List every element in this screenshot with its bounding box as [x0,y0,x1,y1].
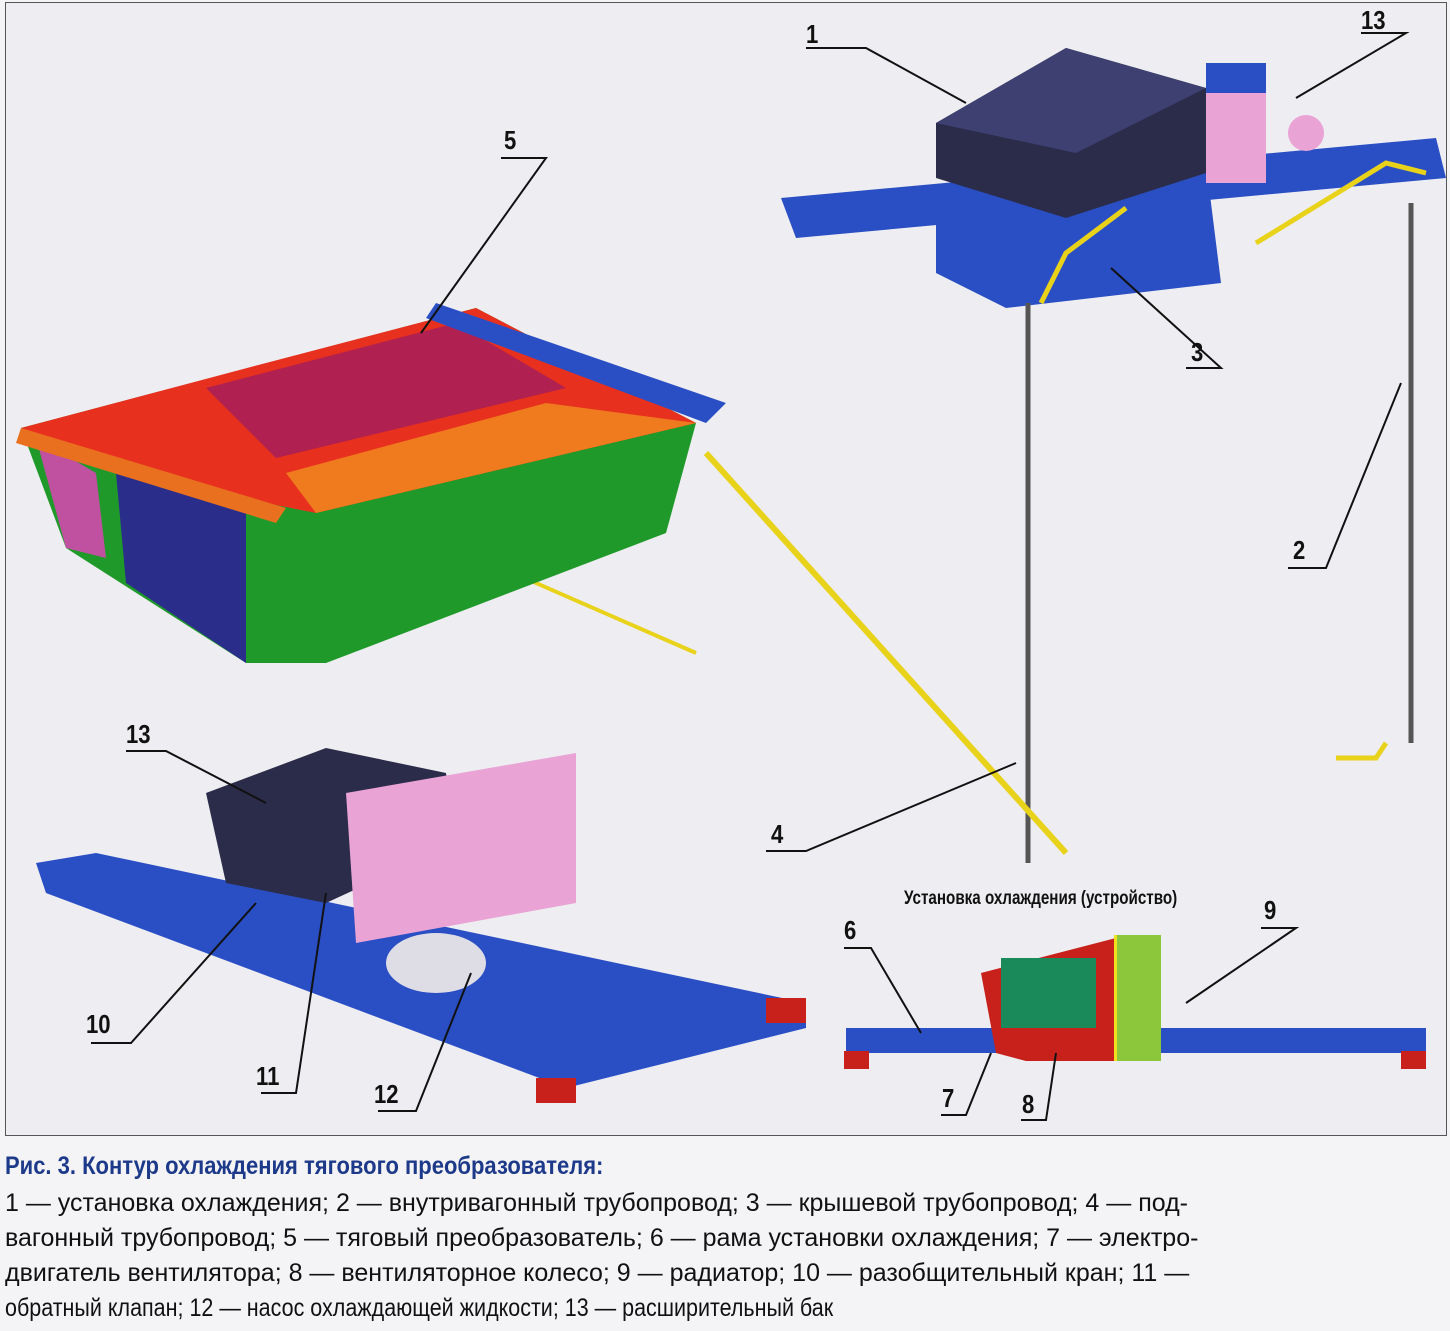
underframe-unit [36,748,806,1103]
caption-line: 1 — установка охлаждения; 2 — внутриваго… [5,1189,1189,1217]
label-12: 12 [374,1079,399,1109]
label-6: 6 [844,915,857,945]
label-11: 11 [256,1061,280,1091]
caption-line: вагонный трубопровод; 5 — тяговый преобр… [5,1224,1199,1252]
label-9: 9 [1264,895,1277,925]
label-8: 8 [1022,1089,1035,1119]
label-7: 7 [942,1083,955,1113]
label-13-top: 13 [1361,5,1386,35]
label-1: 1 [806,19,819,49]
label-2: 2 [1293,535,1306,565]
caption-line: обратный клапан; 12 — насос охлаждающей … [5,1294,834,1322]
traction-converter [16,303,726,663]
roof-cooling-unit [781,48,1446,308]
caption-line: двигатель вентилятора; 8 — вентиляторное… [5,1259,1190,1287]
diagram-drawing [16,32,1446,1121]
label-3: 3 [1191,337,1204,367]
leader-lines [91,32,1410,1121]
figure-caption: Рис. 3. Контур охлаждения тягового преоб… [5,1152,1445,1326]
label-5: 5 [504,125,517,155]
label-4: 4 [771,819,784,849]
label-13-bottom: 13 [126,719,151,749]
cooling-unit-detail [844,935,1426,1069]
cooling-circuit-figure: 1 13 5 3 2 4 13 10 11 12 6 7 8 9 Установ… [5,2,1447,1136]
pipework [375,160,1427,863]
cooling-unit-subtitle: Установка охлаждения (устройство) [904,888,1178,909]
caption-title: Рис. 3. Контур охлаждения тягового преоб… [5,1152,604,1180]
label-10: 10 [86,1009,111,1039]
